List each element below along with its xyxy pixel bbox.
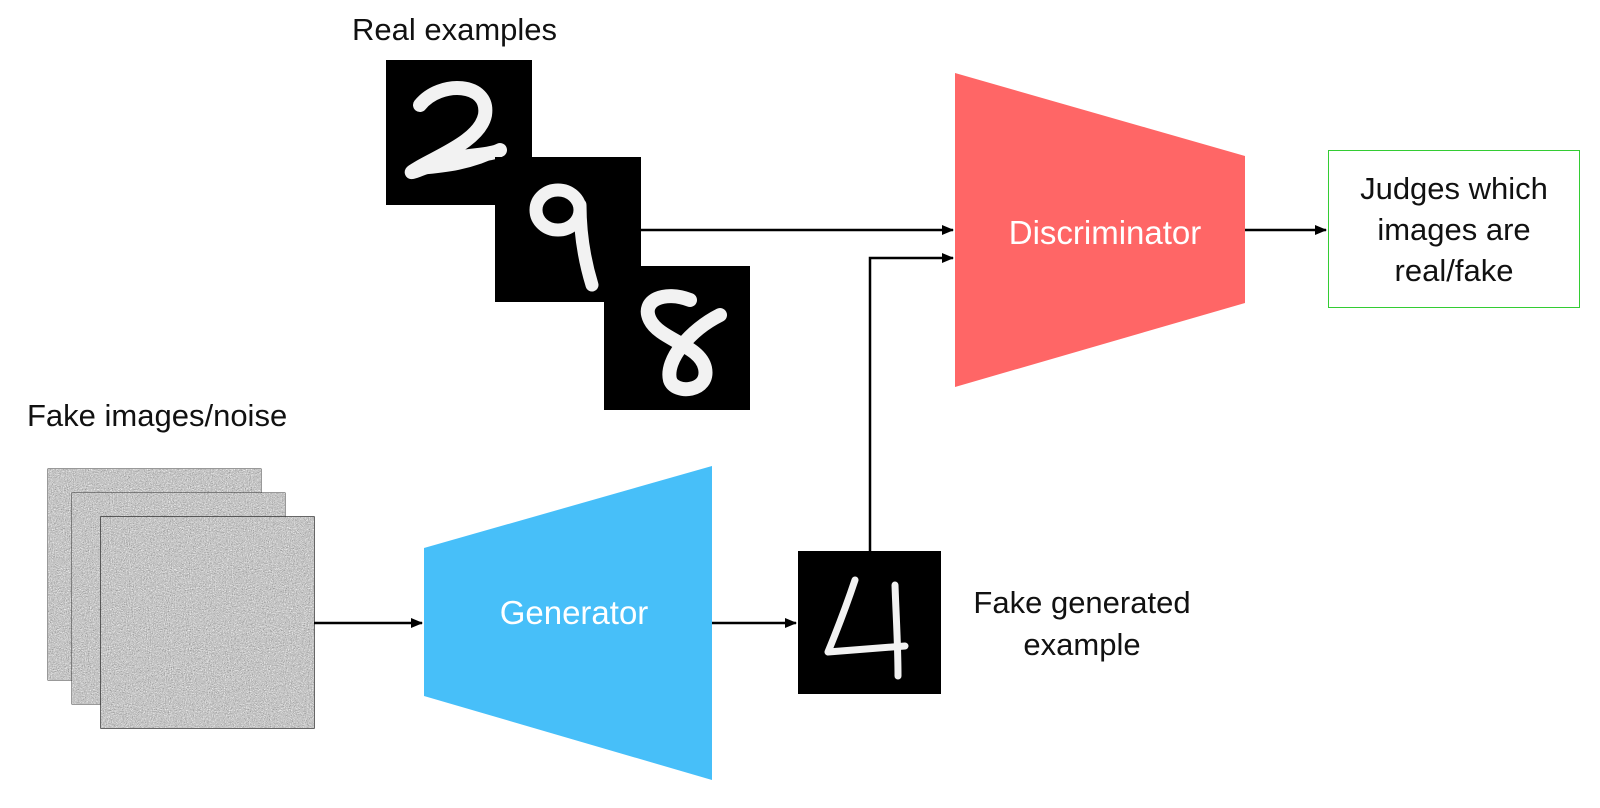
discriminator-block bbox=[955, 73, 1245, 387]
judge-line3: real/fake bbox=[1394, 252, 1514, 288]
fake-generated-label-line2: example bbox=[1023, 627, 1141, 662]
real-example-tile-2 bbox=[386, 60, 532, 205]
real-examples-label: Real examples bbox=[352, 12, 558, 47]
fake-generated-label-line1: Fake generated bbox=[973, 585, 1191, 620]
real-example-tile-8 bbox=[604, 266, 750, 410]
discriminator-label: Discriminator bbox=[1008, 214, 1202, 251]
judge-line2: images are bbox=[1377, 211, 1531, 247]
fake-generated-tile-4 bbox=[798, 551, 941, 694]
fake-generated-label: Fake generated example bbox=[952, 582, 1212, 666]
fake-noise-label: Fake images/noise bbox=[27, 398, 288, 433]
noise-image-stack bbox=[47, 468, 315, 729]
judge-output-box: Judges which images are real/fake bbox=[1328, 150, 1580, 308]
arrow-fake-to-discriminator bbox=[868, 253, 954, 551]
judge-line1: Judges which bbox=[1360, 170, 1548, 206]
generator-label: Generator bbox=[499, 594, 649, 631]
generator-block bbox=[424, 466, 712, 780]
